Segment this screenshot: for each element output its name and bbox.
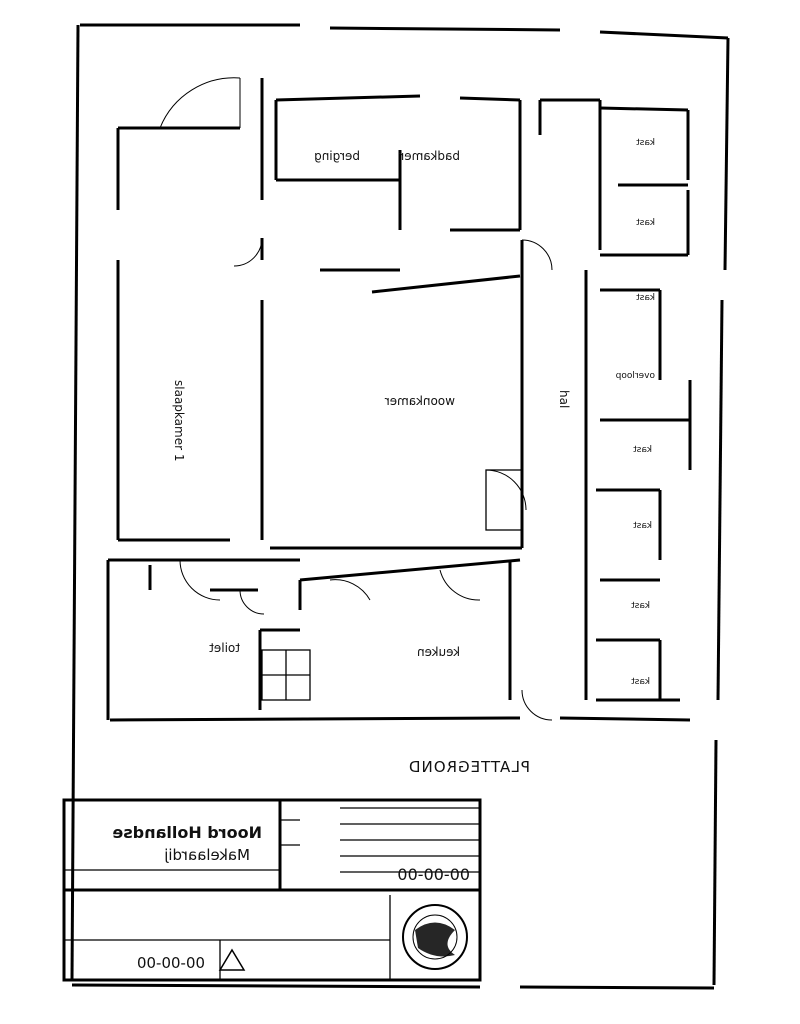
room-label-hal: hal xyxy=(557,390,571,408)
building-walls xyxy=(106,78,692,722)
side-label-7: kast xyxy=(631,601,650,611)
company-name-line2: Makelaardij xyxy=(164,846,250,864)
door-swings xyxy=(159,77,553,721)
side-label-5: kast xyxy=(633,445,652,455)
side-label-8: kast xyxy=(631,677,650,687)
room-label-slaapkamer-1: slaapkamer 1 xyxy=(172,380,186,461)
room-label-toilet: toilet xyxy=(209,641,240,655)
title-block: Noord Hollandse Makelaardij 00-00-00 00-… xyxy=(62,798,482,982)
project-number: 00-00-00 xyxy=(137,954,205,972)
room-label-woonkamer: woonkamer xyxy=(385,394,455,408)
company-name-line1: Noord Hollandse xyxy=(112,823,262,842)
drawing-number: 00-00-00 xyxy=(397,865,470,884)
north-arrow-icon xyxy=(218,948,246,971)
plan-title: PLATTEGROND xyxy=(408,758,530,776)
room-labels: badkamer berging slaapkamer 1 woonkamer … xyxy=(172,138,655,687)
side-label-2: kast xyxy=(636,218,655,228)
room-label-berging: berging xyxy=(314,149,360,163)
room-label-keuken: keuken xyxy=(417,645,460,659)
side-label-4: overloop xyxy=(615,371,655,381)
side-label-3: kast xyxy=(636,293,655,303)
side-label-6: kast xyxy=(633,521,652,531)
sheet-border xyxy=(70,23,730,990)
side-label-1: kast xyxy=(636,138,655,148)
seal-stamp-icon xyxy=(402,904,468,970)
room-label-badkamer: badkamer xyxy=(399,149,460,163)
